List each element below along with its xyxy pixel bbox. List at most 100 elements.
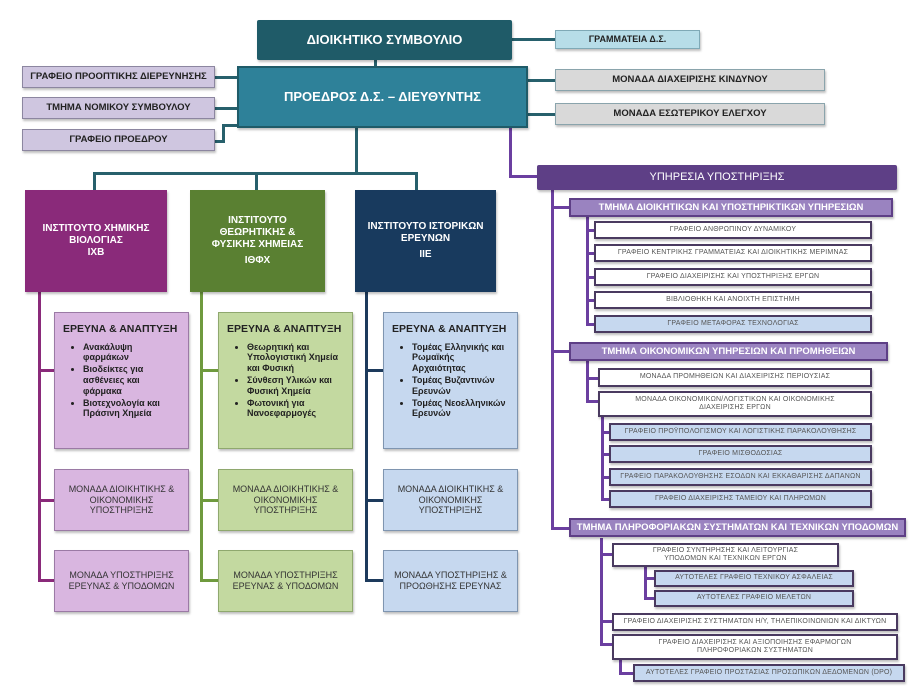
office-label: ΜΟΝΑΔΑ ΟΙΚΟΝΟΜΙΚΩΝ/ΛΟΓΙΣΤΙΚΩΝ ΚΑΙ ΟΙΚΟΝΟ…	[635, 395, 835, 411]
rd-box-iie: ΕΡΕΥΝΑ & ΑΝΑΠΤΥΞΗ Τομέας Ελληνικής και Ρ…	[383, 312, 518, 449]
institute-name-line1: ΙΝΣΤΙΤΟΥΤΟ ΙΣΤΟΡΙΚΩΝ	[367, 221, 484, 232]
dept-financial-services-procurement: ΤΜΗΜΑ ΟΙΚΟΝΟΜΙΚΩΝ ΥΠΗΡΕΣΙΩΝ ΚΑΙ ΠΡΟΜΗΘΕΙ…	[569, 342, 888, 361]
connector-dept1	[551, 206, 569, 209]
connector-inst2-trunk	[200, 292, 203, 582]
rd-item: Τομέας Βυζαντινών Ερευνών	[412, 375, 509, 397]
institute-name-line1: ΙΝΣΤΙΤΟΥΤΟ ΧΗΜΙΚΗΣ	[42, 223, 150, 234]
office-data-protection-dpo: ΑΥΤΟΤΕΛΕΣ ΓΡΑΦΕΙΟ ΠΡΟΣΤΑΣΙΑΣ ΠΡΟΣΩΠΙΚΩΝ …	[633, 664, 905, 682]
office-human-resources: ΓΡΑΦΕΙΟ ΑΝΘΡΩΠΙΝΟΥ ΔΥΝΑΜΙΚΟΥ	[594, 221, 872, 239]
connector-inst3	[415, 172, 418, 190]
conn-d3-sub2-trunk	[619, 658, 622, 674]
dept-information-systems-infrastructure: ΤΜΗΜΑ ΠΛΗΡΟΦΟΡΙΑΚΩΝ ΣΥΣΤΗΜΑΤΩΝ ΚΑΙ ΤΕΧΝΙ…	[569, 518, 906, 537]
office-label: ΓΡΑΦΕΙΟ ΜΕΤΑΦΟΡΑΣ ΤΕΧΝΟΛΟΓΙΑΣ	[667, 319, 799, 327]
office-label: ΜΟΝΑΔΑ ΠΡΟΜΗΘΕΙΩΝ ΚΑΙ ΔΙΑΧΕΙΡΙΣΗΣ ΠΕΡΙΟΥ…	[639, 373, 831, 381]
conn-d2-s3	[601, 476, 609, 479]
legal-advisor-department: ΤΜΗΜΑ ΝΟΜΙΚΟΥ ΣΥΜΒΟΥΛΟΥ	[22, 97, 215, 119]
connector-support-h	[509, 175, 538, 178]
connector-inst1-support	[38, 579, 54, 582]
office-information-systems-applications: ΓΡΑΦΕΙΟ ΔΙΑΧΕΙΡΙΣΗΣ ΚΑΙ ΑΞΙΟΠΟΙΗΣΗΣ ΕΦΑΡ…	[612, 634, 898, 660]
president-director: ΠΡΟΕΔΡΟΣ Δ.Σ. – ΔΙΕΥΘΥΝΤΗΣ	[237, 66, 528, 128]
connector-inst3-trunk	[365, 292, 368, 582]
unit-financial-accounting: ΜΟΝΑΔΑ ΟΙΚΟΝΟΜΙΚΩΝ/ΛΟΓΙΣΤΙΚΩΝ ΚΑΙ ΟΙΚΟΝΟ…	[598, 391, 872, 417]
connector-svc-trunk	[551, 190, 554, 530]
connector-dept3	[551, 527, 569, 530]
conn-d1-o5	[586, 323, 594, 326]
rd-box-ixb: ΕΡΕΥΝΑ & ΑΝΑΠΤΥΞΗ Ανακάλυψη φαρμάκων Βιο…	[54, 312, 189, 449]
rd-item: Τομέας Νεοελληνικών Ερευνών	[412, 398, 509, 420]
connector-board-secretariat	[512, 38, 556, 41]
office-project-management: ΓΡΑΦΕΙΟ ΔΙΑΧΕΙΡΙΣΗΣ ΚΑΙ ΥΠΟΣΤΗΡΙΞΗΣ ΕΡΓΩ…	[594, 268, 872, 286]
institute-name-line2: ΦΥΣΙΚΗΣ ΧΗΜΕΙΑΣ	[211, 239, 304, 250]
office-revenue-expenses: ΓΡΑΦΕΙΟ ΠΑΡΑΚΟΛΟΥΘΗΣΗΣ ΕΣΟΔΩΝ ΚΑΙ ΕΚΚΑΘΑ…	[609, 468, 872, 486]
office-library-open-science: ΒΙΒΛΙΟΘΗΚΗ ΚΑΙ ΑΝΟΙΧΤΗ ΕΠΙΣΤΗΜΗ	[594, 291, 872, 309]
connector-dept2	[551, 350, 569, 353]
admin-unit-ixb: ΜΟΝΑΔΑ ΔΙΟΙΚΗΤΙΚΗΣ & ΟΙΚΟΝΟΜΙΚΗΣ ΥΠΟΣΤΗΡ…	[54, 469, 189, 531]
rd-item: Βιοτεχνολογία και Πράσινη Χημεία	[83, 398, 180, 420]
office-budget-accounting: ΓΡΑΦΕΙΟ ΠΡΟΫΠΟΛΟΓΙΣΜΟΥ ΚΑΙ ΛΟΓΙΣΤΙΚΗΣ ΠΑ…	[609, 423, 872, 441]
connector-inst2	[255, 172, 258, 190]
risk-management-unit: ΜΟΝΑΔΑ ΔΙΑΧΕΙΡΙΣΗΣ ΚΙΝΔΥΝΟΥ	[555, 69, 825, 91]
office-treasury-payments: ΓΡΑΦΕΙΟ ΔΙΑΧΕΙΡΙΣΗΣ ΤΑΜΕΙΟΥ ΚΑΙ ΠΛΗΡΩΜΩΝ	[609, 490, 872, 508]
dept-title: ΤΜΗΜΑ ΟΙΚΟΝΟΜΙΚΩΝ ΥΠΗΡΕΣΙΩΝ ΚΑΙ ΠΡΟΜΗΘΕΙ…	[601, 345, 856, 357]
connector-inst1	[93, 172, 96, 190]
admin-unit-label: ΜΟΝΑΔΑ ΔΙΟΙΚΗΤΙΚΗΣ & ΟΙΚΟΝΟΜΙΚΗΣ ΥΠΟΣΤΗΡ…	[68, 483, 175, 516]
dept-title: ΤΜΗΜΑ ΠΛΗΡΟΦΟΡΙΑΚΩΝ ΣΥΣΤΗΜΑΤΩΝ ΚΑΙ ΤΕΧΝΙ…	[576, 521, 899, 533]
office-label: ΓΡΑΦΕΙΟ ΔΙΑΧΕΙΡΙΣΗΣ ΚΑΙ ΑΞΙΟΠΟΙΗΣΗΣ ΕΦΑΡ…	[658, 638, 852, 654]
connector-inst1-rd	[38, 369, 54, 372]
rd-item: Φωτονική για Νανοεφαρμογές	[247, 398, 344, 420]
connector-board-president	[374, 60, 377, 67]
office-label: ΑΥΤΟΤΕΛΕΣ ΓΡΑΦΕΙΟ ΜΕΛΕΤΩΝ	[696, 594, 812, 602]
conn-d1-o1	[586, 229, 594, 232]
dept-title: ΤΜΗΜΑ ΔΙΟΙΚΗΤΙΚΩΝ ΚΑΙ ΥΠΟΣΤΗΡΙΚΤΙΚΩΝ ΥΠΗ…	[598, 201, 864, 213]
internal-audit-label: ΜΟΝΑΔΑ ΕΣΩΤΕΡΙΚΟΥ ΕΛΕΓΧΟΥ	[613, 108, 767, 120]
connector-legal	[215, 107, 238, 110]
connector-dept3-trunk	[600, 538, 603, 643]
connector-support-v	[509, 128, 512, 178]
conn-d2-o2	[586, 400, 598, 403]
institute-name-line2: ΕΡΕΥΝΩΝ	[400, 233, 451, 244]
rd-title: ΕΡΕΥΝΑ & ΑΝΑΠΤΥΞΗ	[227, 323, 342, 335]
office-label: ΒΙΒΛΙΟΘΗΚΗ ΚΑΙ ΑΝΟΙΧΤΗ ΕΠΙΣΤΗΜΗ	[666, 295, 800, 303]
legal-advisor-label: ΤΜΗΜΑ ΝΟΜΙΚΟΥ ΣΥΜΒΟΥΛΟΥ	[46, 102, 191, 114]
office-payroll: ΓΡΑΦΕΙΟ ΜΙΣΘΟΔΟΣΙΑΣ	[609, 445, 872, 463]
institute-historical-research: ΙΝΣΤΙΤΟΥΤΟ ΙΣΤΟΡΙΚΩΝ ΕΡΕΥΝΩΝ ΙΙΕ	[355, 190, 496, 292]
board-of-directors: ΔΙΟΙΚΗΤΙΚΟ ΣΥΜΒΟΥΛΙΟ	[257, 20, 512, 60]
support-service-header: ΥΠΗΡΕΣΙΑ ΥΠΟΣΤΗΡΙΞΗΣ	[537, 165, 897, 190]
conn-d3-o2	[600, 620, 612, 623]
office-label: ΓΡΑΦΕΙΟ ΣΥΝΤΗΡΗΣΗΣ ΚΑΙ ΛΕΙΤΟΥΡΓΙΑΣ ΥΠΟΔΟ…	[652, 546, 799, 562]
connector-inst3-support	[365, 579, 383, 582]
rd-box-ithfx: ΕΡΕΥΝΑ & ΑΝΑΠΤΥΞΗ Θεωρητική και Υπολογισ…	[218, 312, 353, 449]
connector-inst3-admin	[365, 499, 383, 502]
office-label: ΓΡΑΦΕΙΟ ΔΙΑΧΕΙΡΙΣΗΣ ΤΑΜΕΙΟΥ ΚΑΙ ΠΛΗΡΩΜΩΝ	[655, 494, 826, 502]
institute-theoretical-physical-chemistry: ΙΝΣΤΙΤΟΥΤΟ ΘΕΩΡΗΤΙΚΗΣ & ΦΥΣΙΚΗΣ ΧΗΜΕΙΑΣ …	[190, 190, 325, 292]
institute-name-line1: ΙΝΣΤΙΤΟΥΤΟ ΘΕΩΡΗΤΙΚΗΣ &	[219, 215, 296, 238]
office-central-secretariat: ΓΡΑΦΕΙΟ ΚΕΝΤΡΙΚΗΣ ΓΡΑΜΜΑΤΕΙΑΣ ΚΑΙ ΔΙΟΙΚΗ…	[594, 244, 872, 262]
conn-d1-o2	[586, 252, 594, 255]
office-studies: ΑΥΤΟΤΕΛΕΣ ΓΡΑΦΕΙΟ ΜΕΛΕΤΩΝ	[654, 590, 854, 607]
president-label: ΠΡΟΕΔΡΟΣ Δ.Σ. – ΔΙΕΥΘΥΝΤΗΣ	[284, 89, 481, 105]
support-unit-iie: ΜΟΝΑΔΑ ΥΠΟΣΤΗΡΙΞΗΣ & ΠΡΟΩΘΗΣΗΣ ΕΡΕΥΝΑΣ	[383, 550, 518, 612]
office-label: ΓΡΑΦΕΙΟ ΔΙΑΧΕΙΡΙΣΗΣ ΣΥΣΤΗΜΑΤΩΝ Η/Υ, ΤΗΛΕ…	[623, 617, 887, 625]
support-unit-ixb: ΜΟΝΑΔΑ ΥΠΟΣΤΗΡΙΞΗΣ ΕΡΕΥΝΑΣ & ΥΠΟΔΟΜΩΝ	[54, 550, 189, 612]
office-label: ΓΡΑΦΕΙΟ ΔΙΑΧΕΙΡΙΣΗΣ ΚΑΙ ΥΠΟΣΤΗΡΙΞΗΣ ΕΡΓΩ…	[646, 272, 820, 280]
admin-unit-iie: ΜΟΝΑΔΑ ΔΙΟΙΚΗΤΙΚΗΣ & ΟΙΚΟΝΟΜΙΚΗΣ ΥΠΟΣΤΗΡ…	[383, 469, 518, 531]
admin-unit-label: ΜΟΝΑΔΑ ΔΙΟΙΚΗΤΙΚΗΣ & ΟΙΚΟΝΟΜΙΚΗΣ ΥΠΟΣΤΗΡ…	[397, 483, 504, 516]
conn-d2-s1	[601, 431, 609, 434]
rd-item: Σύνθεση Υλικών και Φυσική Χημεία	[247, 375, 344, 397]
connector-dept2-trunk	[586, 360, 589, 403]
connector-inst3-rd	[365, 369, 383, 372]
connector-inst1-trunk	[38, 292, 41, 582]
connector-dept2-sub-trunk	[601, 417, 604, 501]
connector-president-office-h2	[222, 124, 238, 127]
office-label: ΓΡΑΦΕΙΟ ΚΕΝΤΡΙΚΗΣ ΓΡΑΜΜΑΤΕΙΑΣ ΚΑΙ ΔΙΟΙΚΗ…	[617, 248, 849, 256]
institute-chemical-biology: ΙΝΣΤΙΤΟΥΤΟ ΧΗΜΙΚΗΣ ΒΙΟΛΟΓΙΑΣ ΙΧΒ	[25, 190, 167, 292]
conn-d3-s3	[619, 672, 633, 675]
board-label: ΔΙΟΙΚΗΤΙΚΟ ΣΥΜΒΟΥΛΙΟ	[306, 32, 463, 48]
institute-name-line2: ΒΙΟΛΟΓΙΑΣ	[69, 235, 123, 246]
office-label: ΑΥΤΟΤΕΛΕΣ ΓΡΑΦΕΙΟ ΤΕΧΝΙΚΟΥ ΑΣΦΑΛΕΙΑΣ	[675, 574, 833, 582]
office-label: ΓΡΑΦΕΙΟ ΜΙΣΘΟΔΟΣΙΑΣ	[698, 449, 783, 457]
conn-d2-o1	[586, 377, 598, 380]
rd-item: Βιοδείκτες για ασθένειες και φάρμακα	[83, 364, 180, 396]
rd-item: Ανακάλυψη φαρμάκων	[83, 342, 180, 364]
rd-list: Τομέας Ελληνικής και Ρωμαϊκής Αρχαιότητα…	[392, 342, 509, 421]
